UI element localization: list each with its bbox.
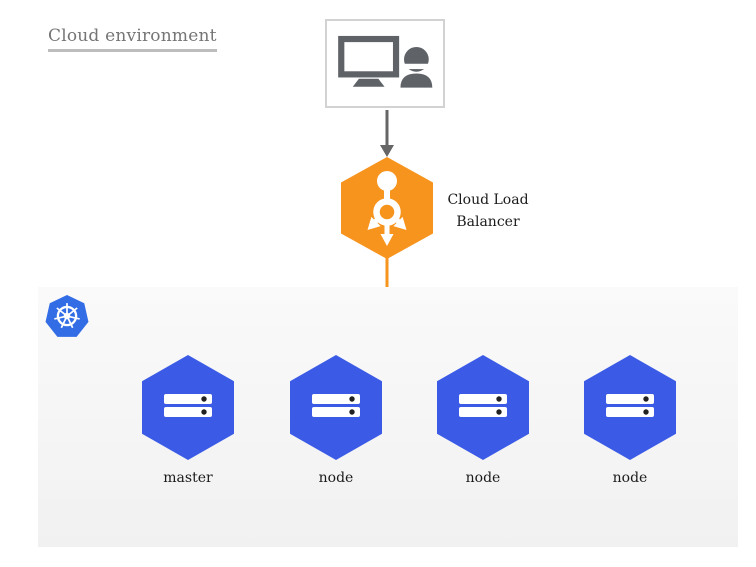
worker-node-hexagon xyxy=(290,355,382,460)
load-balancer-label: Cloud Load Balancer xyxy=(432,190,544,233)
server-icon xyxy=(437,355,529,460)
worker-node-label: node xyxy=(465,470,501,486)
server-icon xyxy=(290,355,382,460)
load-balancer-icon xyxy=(341,157,433,259)
load-balancer-hexagon xyxy=(341,157,433,259)
diagram-title: Cloud environment xyxy=(48,26,217,52)
server-icon xyxy=(142,355,234,460)
monitor-user-icon xyxy=(332,24,438,104)
kubernetes-logo xyxy=(44,294,90,340)
server-icon xyxy=(584,355,676,460)
load-balancer-label-line2: Balancer xyxy=(456,213,520,230)
client-box xyxy=(325,19,445,108)
master-node-label: master xyxy=(163,470,213,486)
worker-node-label: node xyxy=(318,470,354,486)
load-balancer-label-line1: Cloud Load xyxy=(447,192,529,208)
worker-node-label: node xyxy=(612,470,648,486)
